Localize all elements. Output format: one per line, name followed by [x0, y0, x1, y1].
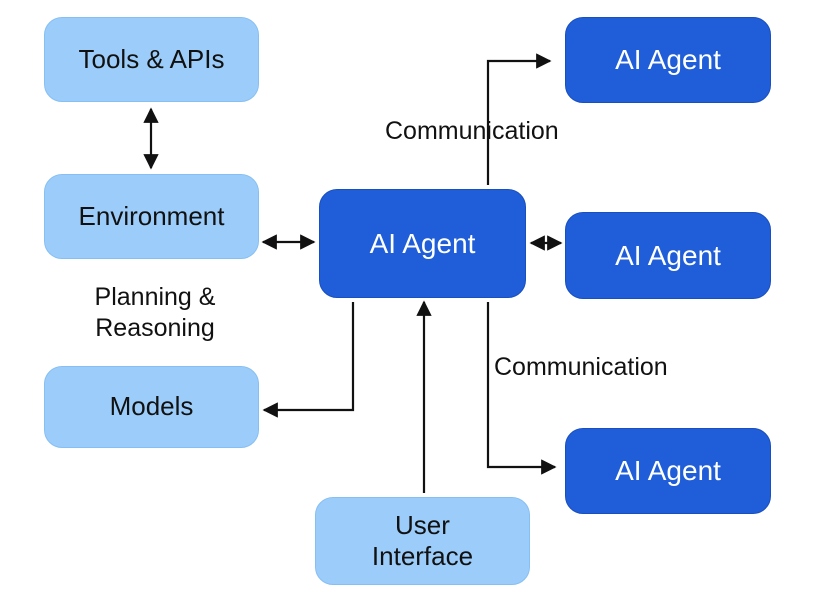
agent-bottom-label: AI Agent	[615, 455, 721, 487]
models-label: Models	[109, 391, 194, 422]
tools-apis-label: Tools & APIs	[78, 43, 225, 74]
communication-label-top: Communication	[385, 117, 559, 145]
user-interface-label: User Interface	[371, 509, 474, 571]
agent-top-node: AI Agent	[565, 17, 771, 103]
central-agent-node: AI Agent	[319, 189, 526, 298]
planning-reasoning-label: Planning & Reasoning	[94, 283, 216, 343]
environment-label: Environment	[78, 200, 225, 231]
agent-top-label: AI Agent	[615, 44, 721, 76]
communication-label-bottom: Communication	[494, 353, 668, 381]
arrow-agent-models	[262, 302, 355, 418]
tools-apis-node: Tools & APIs	[44, 17, 259, 102]
user-interface-node: User Interface	[315, 497, 530, 585]
agent-bottom-node: AI Agent	[565, 428, 771, 514]
agent-middle-node: AI Agent	[565, 212, 771, 299]
arrow-agent-agent-top	[486, 53, 552, 185]
arrow-agent-agent-bottom	[486, 302, 557, 475]
models-node: Models	[44, 366, 259, 448]
environment-node: Environment	[44, 174, 259, 259]
central-agent-label: AI Agent	[369, 227, 476, 259]
agent-middle-label: AI Agent	[615, 239, 721, 271]
